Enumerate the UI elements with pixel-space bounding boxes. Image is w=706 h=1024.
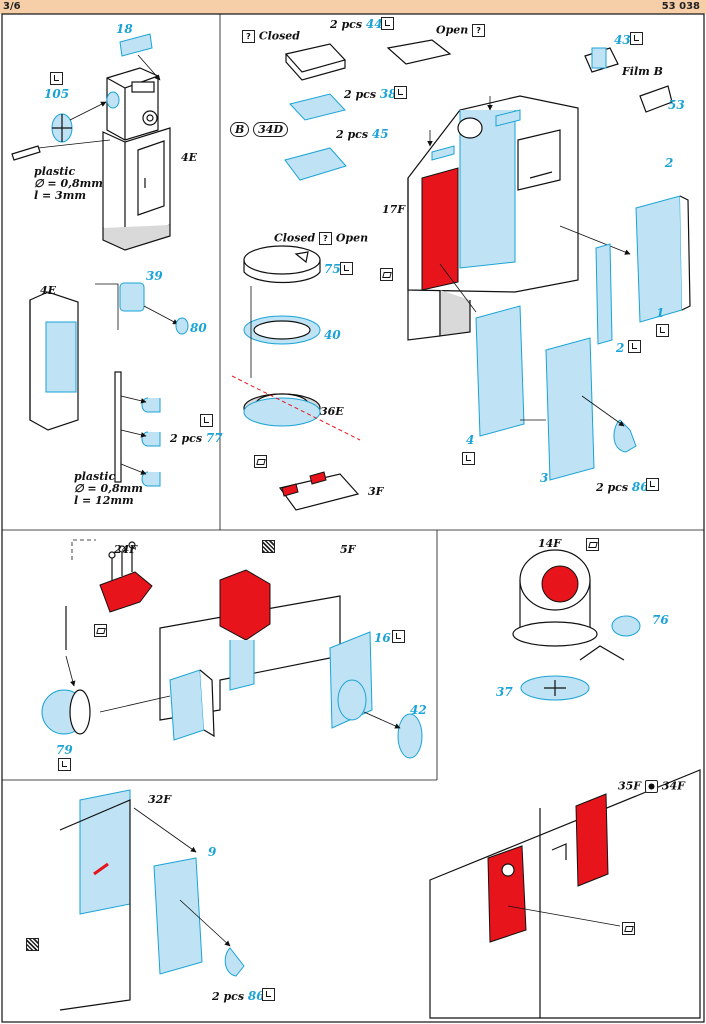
qty-44: 2 pcs 44 [330,17,383,31]
glue-icon [26,938,39,951]
paint-mask-icon [644,780,658,793]
part-14F: 14F [538,537,562,550]
note-rod2-d: ∅ = 0,8mm [74,482,143,495]
sheet-icon [586,538,599,551]
part-1: 1 [656,306,665,320]
tick-icon [340,262,353,275]
part-4E-b: 4E [40,284,57,297]
sheet-icon [622,922,635,935]
product-code: 53 038 [661,1,700,12]
note-rod1-l: l = 3mm [34,189,86,202]
tick-icon [462,452,475,465]
closed-label: ? Closed [242,30,300,43]
qty-86-b: 2 pcs 86 [212,989,265,1003]
page-number: 3/6 [3,1,21,12]
open-label: Open ? [436,24,486,37]
tick-icon [200,414,213,427]
note-rod2-l: l = 12mm [74,494,134,507]
part-53: 53 [668,98,685,112]
closed-open-label: Closed ? Open [274,231,369,245]
hatch-assembly [231,245,361,511]
part-5F: 5F [340,543,356,556]
part-3F: 3F [368,485,384,498]
part-105: 105 [44,87,70,101]
part-2-b: 2 [616,341,625,355]
header-bar: 3/6 53 038 [0,0,706,14]
tick-icon [628,340,641,353]
part-39: 39 [146,269,163,283]
cab-wall-assembly [284,39,691,481]
part-43: 43 [614,33,631,47]
part-79: 79 [56,743,73,757]
part-37: 37 [496,685,513,699]
part-4E-a: 4E [181,151,198,164]
door-assembly [59,789,245,1011]
tick-icon [656,324,669,337]
question-icon: ? [319,232,332,245]
part-32F: 32F [148,793,172,806]
ref-34D: B 34D [230,122,289,137]
part-35F-34F: 35F 34F [618,779,685,793]
part-2-a: 2 [665,156,674,170]
panel-grid [1,13,705,1023]
part-4: 4 [466,433,475,447]
sheet-icon [254,455,267,468]
b-symbol: B [230,122,250,137]
part-75: 75 [324,262,341,276]
note-rod1-d: ∅ = 0,8mm [34,177,103,190]
question-icon: ? [472,24,486,37]
glue-icon [262,540,275,553]
film-b-label: Film B [622,65,663,78]
tick-icon [394,86,407,99]
tick-icon [262,988,275,1001]
qty-86-a: 2 pcs 86 [596,480,649,494]
part-76: 76 [652,613,669,627]
part-18: 18 [116,22,133,36]
stove-assembly [11,33,171,251]
dome-assembly [512,549,641,701]
part-9: 9 [208,845,217,859]
wall-pipe-assembly [29,282,189,487]
sheet-icon [380,268,393,281]
note-plastic-2: plastic [74,470,116,483]
qty-38: 2 pcs 38 [344,87,397,101]
question-icon: ? [242,30,255,43]
part-17F: 17F [382,203,406,216]
part-80: 80 [190,321,207,335]
part-3: 3 [540,471,549,485]
tick-icon [630,32,643,45]
controls-assembly [41,539,423,759]
tick-icon [392,630,405,643]
part-24F: 24F [114,543,138,556]
part-42: 42 [410,703,427,717]
side-wall-assembly [429,769,701,1019]
part-16: 16 [374,631,391,645]
tick-icon [381,17,394,30]
tick-icon [646,478,659,491]
tick-icon [58,758,71,771]
part-40: 40 [324,328,341,342]
note-plastic-1: plastic [34,165,76,178]
qty-45: 2 pcs 45 [336,127,389,141]
qty-77: 2 pcs 77 [170,431,223,445]
tick-icon [50,72,63,85]
part-36E: 36E [320,405,344,418]
sheet-icon [94,624,107,637]
